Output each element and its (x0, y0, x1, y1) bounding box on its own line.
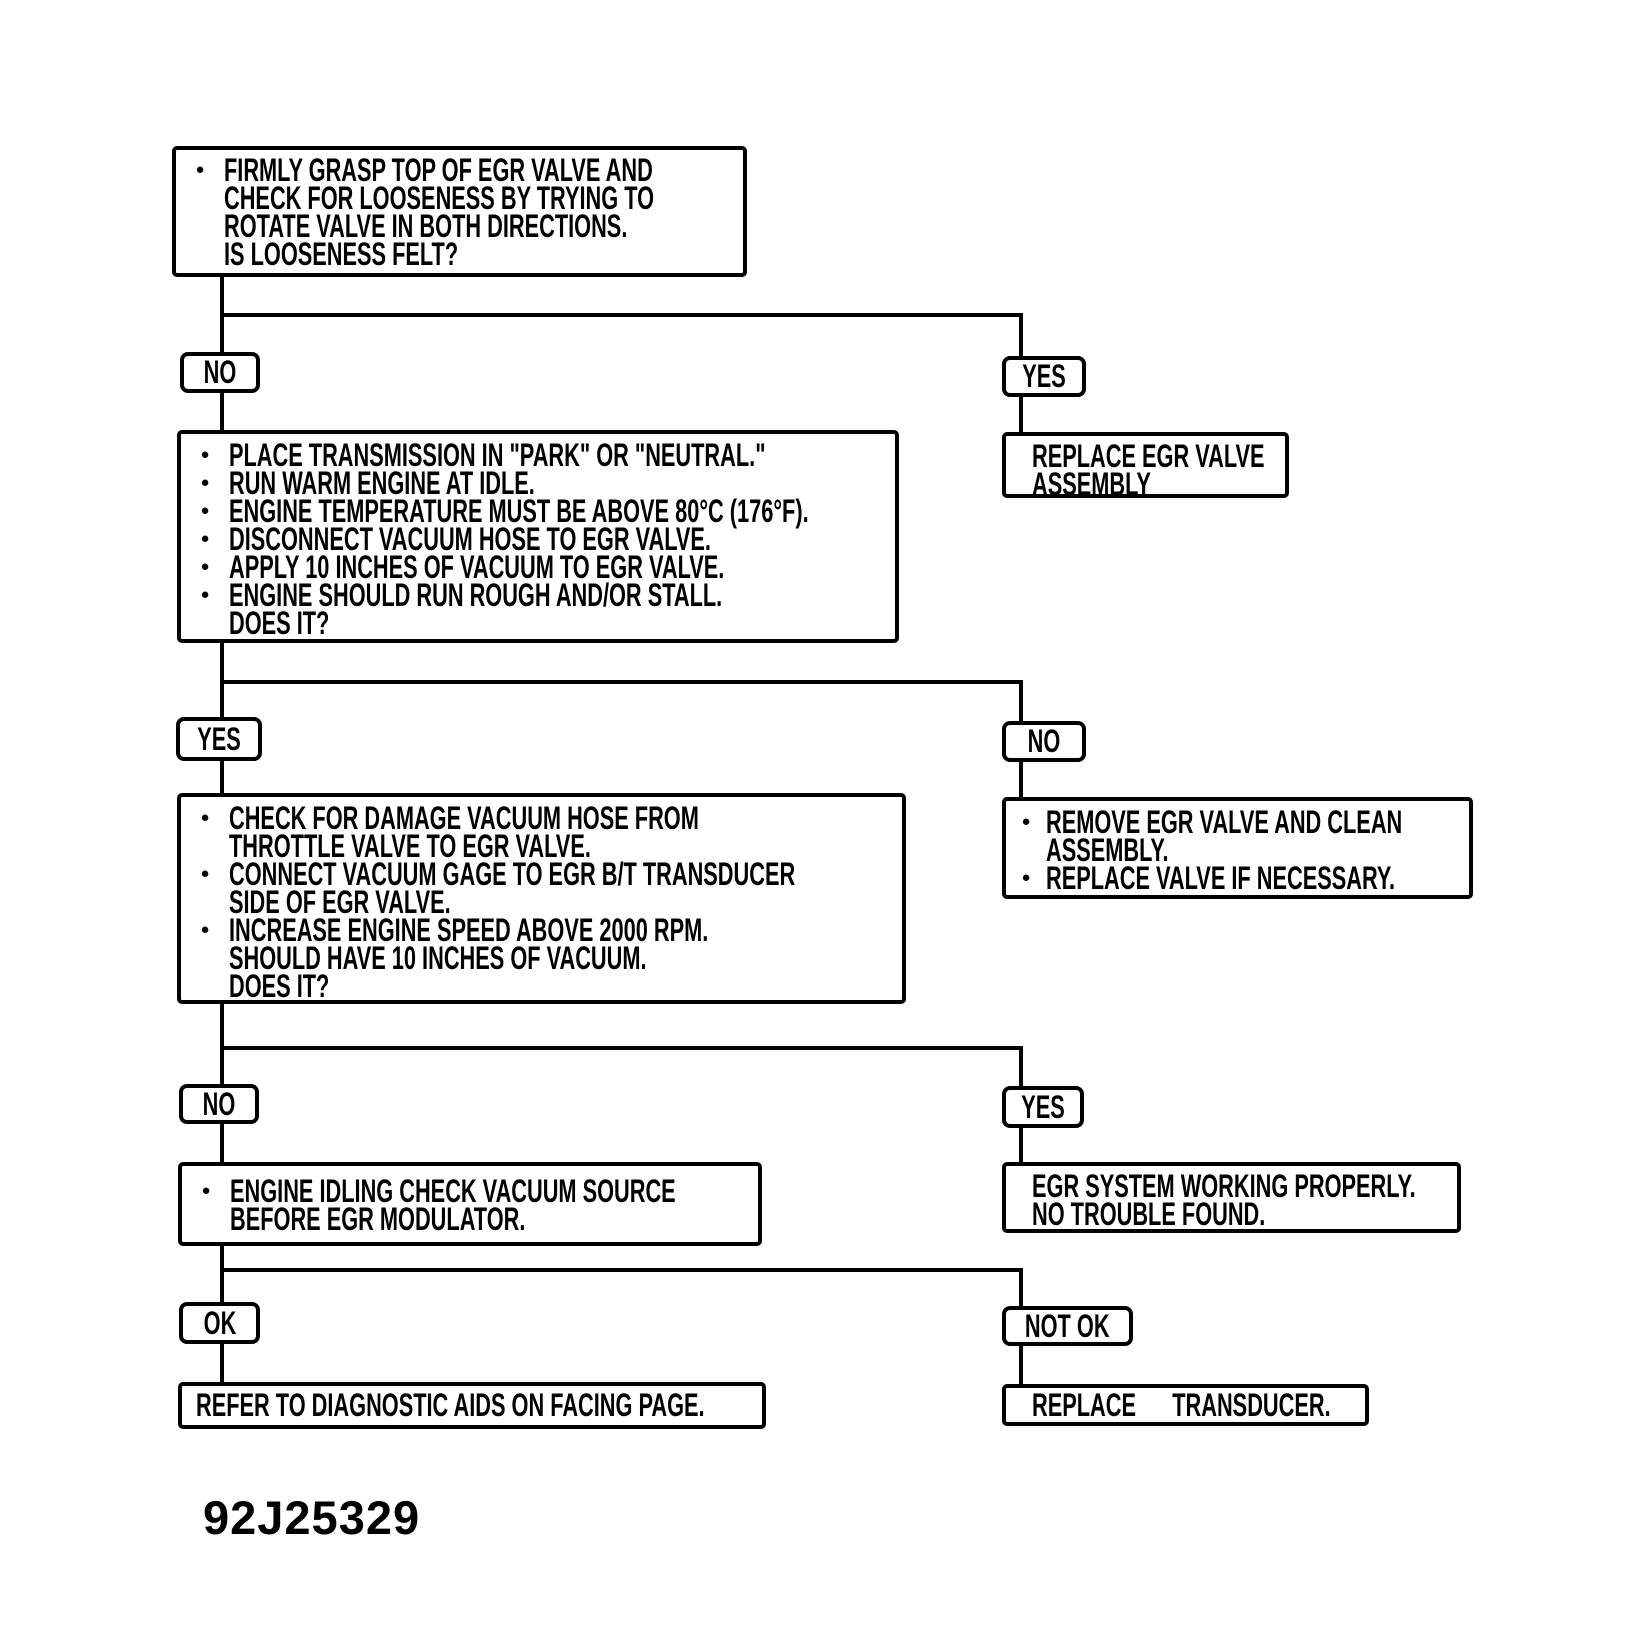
figure-number: 92J25329 (203, 1490, 420, 1545)
result-system-ok-box: EGR SYSTEM WORKING PROPERLY. NO TROUBLE … (1002, 1162, 1461, 1233)
decision-label-not-ok: NOT OK (1002, 1306, 1133, 1346)
bullet-icon: ● (200, 474, 210, 491)
text-line: THROTTLE VALVE TO EGR VALVE. (229, 828, 591, 864)
decision-text: NO (1027, 723, 1061, 759)
text-line: ROTATE VALVE IN BOTH DIRECTIONS. (224, 208, 628, 244)
step-check-looseness-box: ● FIRMLY GRASP TOP OF EGR VALVE AND CHEC… (172, 146, 747, 277)
bullet-icon: ● (200, 530, 210, 547)
text-line: REPLACE TRANSDUCER. (1032, 1386, 1331, 1423)
text-line: FIRMLY GRASP TOP OF EGR VALVE AND (224, 152, 653, 188)
bullet-icon: ● (200, 502, 210, 519)
decision-label-ok: OK (179, 1302, 260, 1344)
text-line: SHOULD HAVE 10 INCHES OF VACUUM. (229, 940, 647, 976)
decision-label-yes-1: YES (1002, 356, 1086, 397)
connector-line (1019, 313, 1023, 360)
connector-line (1019, 1126, 1023, 1166)
text-line: CONNECT VACUUM GAGE TO EGR B/T TRANSDUCE… (229, 856, 796, 892)
text-line: APPLY 10 INCHES OF VACUUM TO EGR VALVE. (229, 549, 725, 585)
connector-line (1019, 1046, 1023, 1090)
connector-line (220, 1268, 1023, 1272)
bullet-icon: ● (200, 586, 210, 603)
connector-line (220, 313, 1023, 317)
decision-label-no-1: NO (180, 352, 260, 393)
text-line: PLACE TRANSMISSION IN "PARK" OR "NEUTRAL… (229, 437, 766, 473)
text-line: CHECK FOR LOOSENESS BY TRYING TO (224, 180, 655, 216)
connector-line (220, 1002, 224, 1088)
step-idle-vacuum-source-box: ● ENGINE IDLING CHECK VACUUM SOURCE BEFO… (178, 1162, 762, 1246)
decision-label-yes-2: YES (176, 717, 262, 761)
connector-line (220, 1342, 224, 1386)
decision-text: NO (203, 354, 237, 390)
action-remove-clean-valve-box: ● REMOVE EGR VALVE AND CLEAN ASSEMBLY. ●… (1002, 797, 1473, 899)
bullet-icon: ● (200, 865, 210, 882)
figure-number-text: 92J25329 (203, 1491, 421, 1544)
text-line: NO TROUBLE FOUND. (1032, 1196, 1266, 1232)
text-line: BEFORE EGR MODULATOR. (230, 1201, 526, 1237)
connector-line (220, 1046, 1023, 1050)
text-line: DOES IT? (229, 605, 330, 641)
text-line: ENGINE SHOULD RUN ROUGH AND/OR STALL. (229, 577, 723, 613)
text-line: SIDE OF EGR VALVE. (229, 884, 451, 920)
connector-line (220, 391, 224, 434)
decision-text: NOT OK (1025, 1307, 1110, 1344)
text-line: DOES IT? (229, 968, 330, 1004)
result-refer-diagnostic-aids-box: REFER TO DIAGNOSTIC AIDS ON FACING PAGE. (178, 1382, 766, 1429)
connector-line (220, 680, 1023, 684)
text-line: RUN WARM ENGINE AT IDLE. (229, 465, 535, 501)
connector-line (1019, 1268, 1023, 1310)
bullet-icon: ● (200, 809, 210, 826)
text-line: REPLACE VALVE IF NECESSARY. (1046, 860, 1396, 896)
text-line: REMOVE EGR VALVE AND CLEAN (1046, 804, 1403, 840)
bullet-icon: ● (200, 921, 210, 938)
bullet-icon: ● (200, 558, 210, 575)
text-line: CHECK FOR DAMAGE VACUUM HOSE FROM (229, 800, 699, 836)
decision-text: NO (202, 1085, 236, 1122)
decision-text: YES (197, 720, 241, 757)
text-line: REFER TO DIAGNOSTIC AIDS ON FACING PAGE. (196, 1387, 705, 1423)
text-line: ENGINE IDLING CHECK VACUUM SOURCE (230, 1173, 676, 1209)
decision-text: OK (203, 1304, 236, 1341)
decision-label-no-2: NO (1002, 721, 1086, 762)
text-line: ASSEMBLY. (1046, 832, 1169, 868)
bullet-icon: ● (1021, 813, 1031, 830)
decision-label-no-3: NO (179, 1084, 259, 1124)
decision-label-yes-3: YES (1002, 1086, 1084, 1128)
text-line: ASSEMBLY (1032, 466, 1151, 502)
text-line: ENGINE TEMPERATURE MUST BE ABOVE 80°C (1… (229, 493, 809, 529)
bullet-icon: ● (201, 1182, 211, 1199)
bullet-icon: ● (195, 161, 205, 178)
text-line: EGR SYSTEM WORKING PROPERLY. (1032, 1168, 1416, 1204)
connector-line (1019, 1345, 1023, 1388)
connector-line (1019, 680, 1023, 725)
connector-line (220, 1244, 224, 1306)
text-line: DISCONNECT VACUUM HOSE TO EGR VALVE. (229, 521, 711, 557)
text-line: INCREASE ENGINE SPEED ABOVE 2000 RPM. (229, 912, 709, 948)
connector-line (1019, 395, 1023, 436)
action-replace-egr-valve-box: REPLACE EGR VALVE ASSEMBLY (1002, 432, 1289, 502)
connector-line (220, 1122, 224, 1166)
bullet-icon: ● (200, 446, 210, 463)
step-engine-vacuum-test-box: ● PLACE TRANSMISSION IN "PARK" OR "NEUTR… (177, 430, 899, 643)
decision-text: YES (1022, 358, 1066, 394)
bullet-icon: ● (1021, 869, 1031, 886)
step-vacuum-gage-test-box: ● CHECK FOR DAMAGE VACUUM HOSE FROM THRO… (177, 793, 906, 1004)
text-line: REPLACE EGR VALVE (1032, 438, 1265, 474)
text-line: IS LOOSENESS FELT? (224, 236, 459, 272)
result-replace-transducer-box: REPLACE TRANSDUCER. (1002, 1384, 1369, 1426)
decision-text: YES (1021, 1088, 1065, 1125)
connector-line (1019, 760, 1023, 801)
connector-line (220, 759, 224, 797)
